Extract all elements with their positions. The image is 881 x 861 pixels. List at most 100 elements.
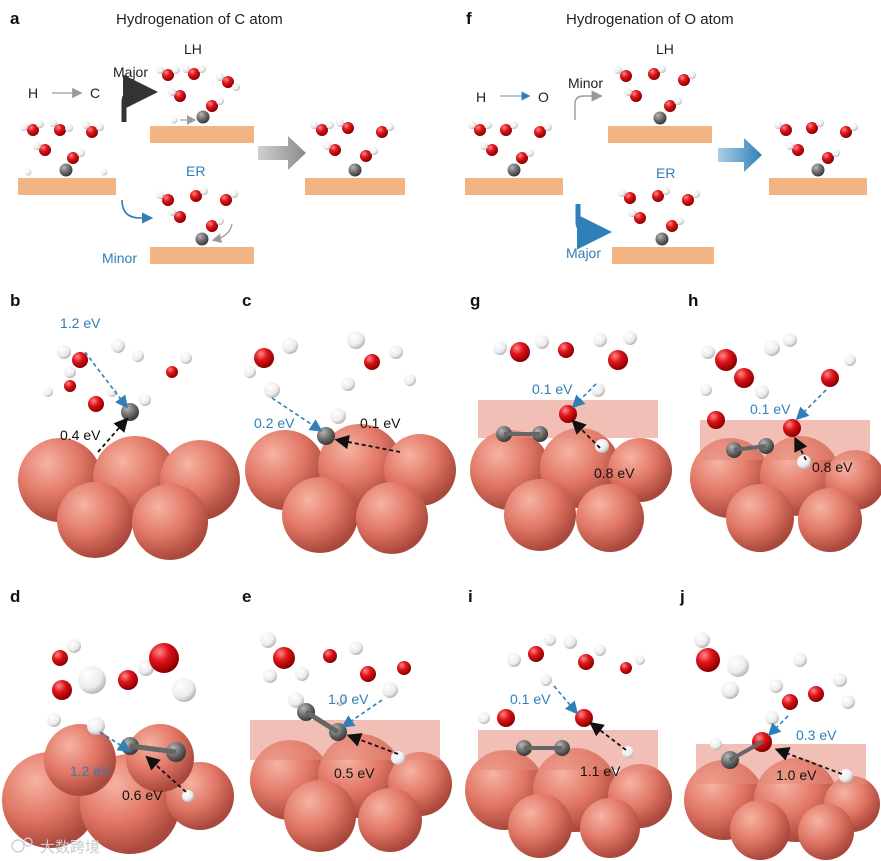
minor-branch-arrow xyxy=(121,199,154,224)
oxygen-atom xyxy=(559,405,577,423)
copper-slab xyxy=(18,436,240,560)
panel-f-from: H xyxy=(476,89,486,105)
panel-letter-i: i xyxy=(468,587,473,606)
carbon-atom xyxy=(348,163,362,177)
surface-slab xyxy=(608,126,712,143)
ev-blue-label: 0.2 eV xyxy=(254,415,295,431)
lh-path-arrow xyxy=(145,755,187,793)
panel-g: g 0.1 eV 0.8 eV xyxy=(470,291,672,552)
water-cluster xyxy=(156,187,238,246)
copper-slab xyxy=(2,724,234,854)
water-cluster xyxy=(774,119,858,177)
panel-letter-d: d xyxy=(10,587,20,606)
ev-black-label: 0.4 eV xyxy=(60,427,101,443)
panel-f-er-label: ER xyxy=(656,165,675,181)
adsorbate-cluster xyxy=(700,333,856,469)
surface-slab xyxy=(612,247,714,264)
carbon-atom xyxy=(195,232,209,246)
panel-f: f Hydrogenation of O atom H O Minor LH E… xyxy=(465,9,867,264)
panel-a: a Hydrogenation of C atom H C Major LH E… xyxy=(10,9,405,266)
panel-a-to: C xyxy=(90,85,100,101)
ev-black-label: 0.8 eV xyxy=(594,465,635,481)
panel-f-to: O xyxy=(538,89,549,105)
er-path-arrow xyxy=(271,397,323,432)
panel-b: b 1.2 eV 0.4 eV xyxy=(10,291,240,560)
major-branch-arrow xyxy=(575,204,612,250)
copper-slab xyxy=(250,720,452,852)
carbon-atom xyxy=(121,403,139,421)
lh-path-arrow xyxy=(334,434,401,453)
adsorbate-cluster xyxy=(260,632,411,765)
copper-slab xyxy=(690,420,881,552)
watermark-text: 大数跨境 xyxy=(40,838,100,856)
ev-blue-label: 1.2 eV xyxy=(70,763,111,779)
er-path-arrow xyxy=(341,699,383,728)
minor-branch-arrow xyxy=(574,90,603,120)
panel-a-from: H xyxy=(28,85,38,101)
er-path-arrow xyxy=(553,685,579,715)
er-path-arrow xyxy=(795,389,827,421)
adsorbate-cluster xyxy=(244,331,416,445)
product-arrow xyxy=(258,136,306,170)
ev-blue-label: 0.1 eV xyxy=(532,381,573,397)
panel-j: j 0.3 eV 1.0 eV xyxy=(679,587,880,860)
surface-slab xyxy=(769,178,867,195)
carbon-atom xyxy=(507,163,521,177)
oxygen-atom xyxy=(783,419,801,437)
ev-black-label: 1.1 eV xyxy=(580,763,621,779)
water-cluster xyxy=(310,119,394,177)
panel-f-lh-label: LH xyxy=(656,41,674,57)
surface-slab xyxy=(150,247,254,264)
panel-h: h 0.1 eV 0.8 eV xyxy=(688,291,881,552)
er-path-arrow xyxy=(99,731,131,752)
panel-a-major-label: Major xyxy=(113,64,148,80)
water-cluster xyxy=(156,65,240,125)
er-path-arrow xyxy=(571,383,597,409)
panel-letter-e: e xyxy=(242,587,251,606)
panel-f-title: Hydrogenation of O atom xyxy=(566,11,734,28)
carbon-atom xyxy=(655,232,669,246)
lh-path-arrow xyxy=(571,419,601,449)
panel-f-major-label: Major xyxy=(566,245,601,261)
water-cluster xyxy=(468,121,552,177)
panel-c: c 0.2 eV 0.1 eV xyxy=(242,291,456,554)
carbon-atom xyxy=(811,163,825,177)
lh-path-arrow xyxy=(589,721,627,751)
oxygen-atom xyxy=(575,709,593,727)
panel-letter-c: c xyxy=(242,291,251,310)
er-path-arrow xyxy=(767,715,789,737)
panel-letter-f: f xyxy=(466,9,472,28)
carbon-atom xyxy=(196,110,210,124)
copper-slab xyxy=(470,400,672,552)
panel-a-er-label: ER xyxy=(186,163,205,179)
ev-black-label: 0.1 eV xyxy=(360,415,401,431)
lh-path-arrow xyxy=(346,733,399,755)
panel-a-lh-label: LH xyxy=(184,41,202,57)
copper-slab xyxy=(245,424,456,554)
adsorbate-cluster xyxy=(694,632,855,783)
er-path-arrow xyxy=(84,351,128,409)
panel-letter-b: b xyxy=(10,291,20,310)
surface-slab xyxy=(465,178,563,195)
adsorbate-cluster xyxy=(493,331,637,453)
lh-path-arrow xyxy=(774,747,843,775)
panel-f-minor-label: Minor xyxy=(568,75,603,91)
carbon-atom xyxy=(653,111,667,125)
panel-letter-h: h xyxy=(688,291,698,310)
panel-i: i 0.1 eV 1.1 eV xyxy=(465,587,672,858)
ev-blue-label: 0.1 eV xyxy=(750,401,791,417)
panel-letter-j: j xyxy=(679,587,685,606)
panel-letter-g: g xyxy=(470,291,480,310)
panel-a-title: Hydrogenation of C atom xyxy=(116,11,283,28)
ev-blue-label: 1.0 eV xyxy=(328,691,369,707)
ev-black-label: 0.5 eV xyxy=(334,765,375,781)
adsorbate-cluster xyxy=(478,634,645,758)
adsorbate-cluster xyxy=(43,339,192,421)
watermark: 大数跨境 xyxy=(11,837,100,856)
surface-slab xyxy=(18,178,116,195)
product-arrow xyxy=(718,138,762,172)
lh-path-arrow xyxy=(794,436,808,461)
ev-blue-label: 1.2 eV xyxy=(60,315,101,331)
major-branch-arrow xyxy=(121,74,158,122)
